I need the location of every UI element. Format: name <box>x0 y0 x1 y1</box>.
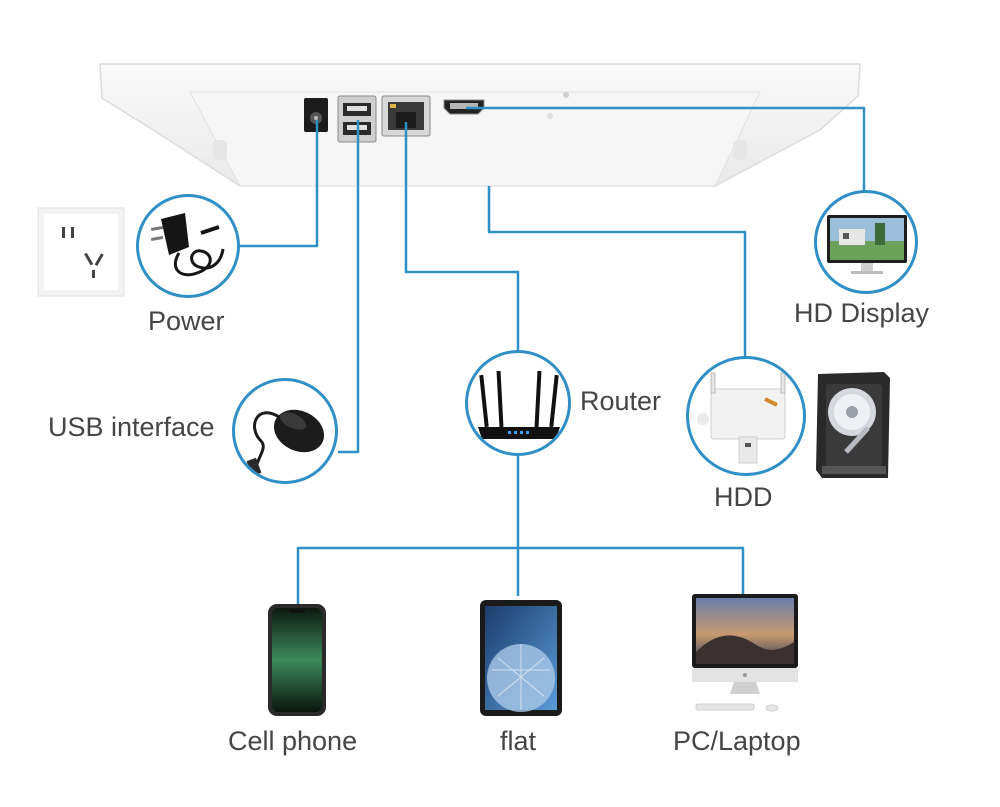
tablet-icon <box>480 600 562 716</box>
label-usb-interface: USB interface <box>48 412 215 442</box>
line-branch <box>296 546 745 606</box>
device-back-panel <box>99 63 861 187</box>
hdmi-port <box>443 99 485 115</box>
power-adapter-circle <box>136 194 240 298</box>
desktop-computer-icon <box>692 594 798 712</box>
label-cell-phone: Cell phone <box>228 726 358 756</box>
usb-mouse-circle <box>232 378 338 484</box>
monitor-icon <box>827 215 907 274</box>
line-usb <box>338 120 360 454</box>
hd-display-circle <box>814 190 918 294</box>
line-hdmi <box>466 106 866 192</box>
power-adapter-icon <box>150 213 225 277</box>
mouse-icon <box>246 409 325 477</box>
label-pc-laptop: PC/Laptop <box>673 726 801 756</box>
line-power <box>238 120 319 248</box>
label-power: Power <box>148 306 225 336</box>
label-router: Router <box>580 386 662 416</box>
label-flat: flat <box>500 726 537 756</box>
camera-nvr-icon <box>697 372 786 464</box>
smartphone-icon <box>268 604 326 716</box>
label-hd-display: HD Display <box>794 298 930 328</box>
label-hdd: HDD <box>714 482 773 512</box>
router-circle <box>465 350 571 456</box>
router-icon <box>478 370 560 439</box>
dc-power-port <box>304 98 328 132</box>
line-router <box>404 122 520 354</box>
nvr-camera-circle <box>686 356 806 476</box>
wall-socket <box>37 207 125 297</box>
line-hdd <box>487 186 747 360</box>
connector-lines <box>238 106 866 606</box>
hard-drive <box>816 372 890 478</box>
